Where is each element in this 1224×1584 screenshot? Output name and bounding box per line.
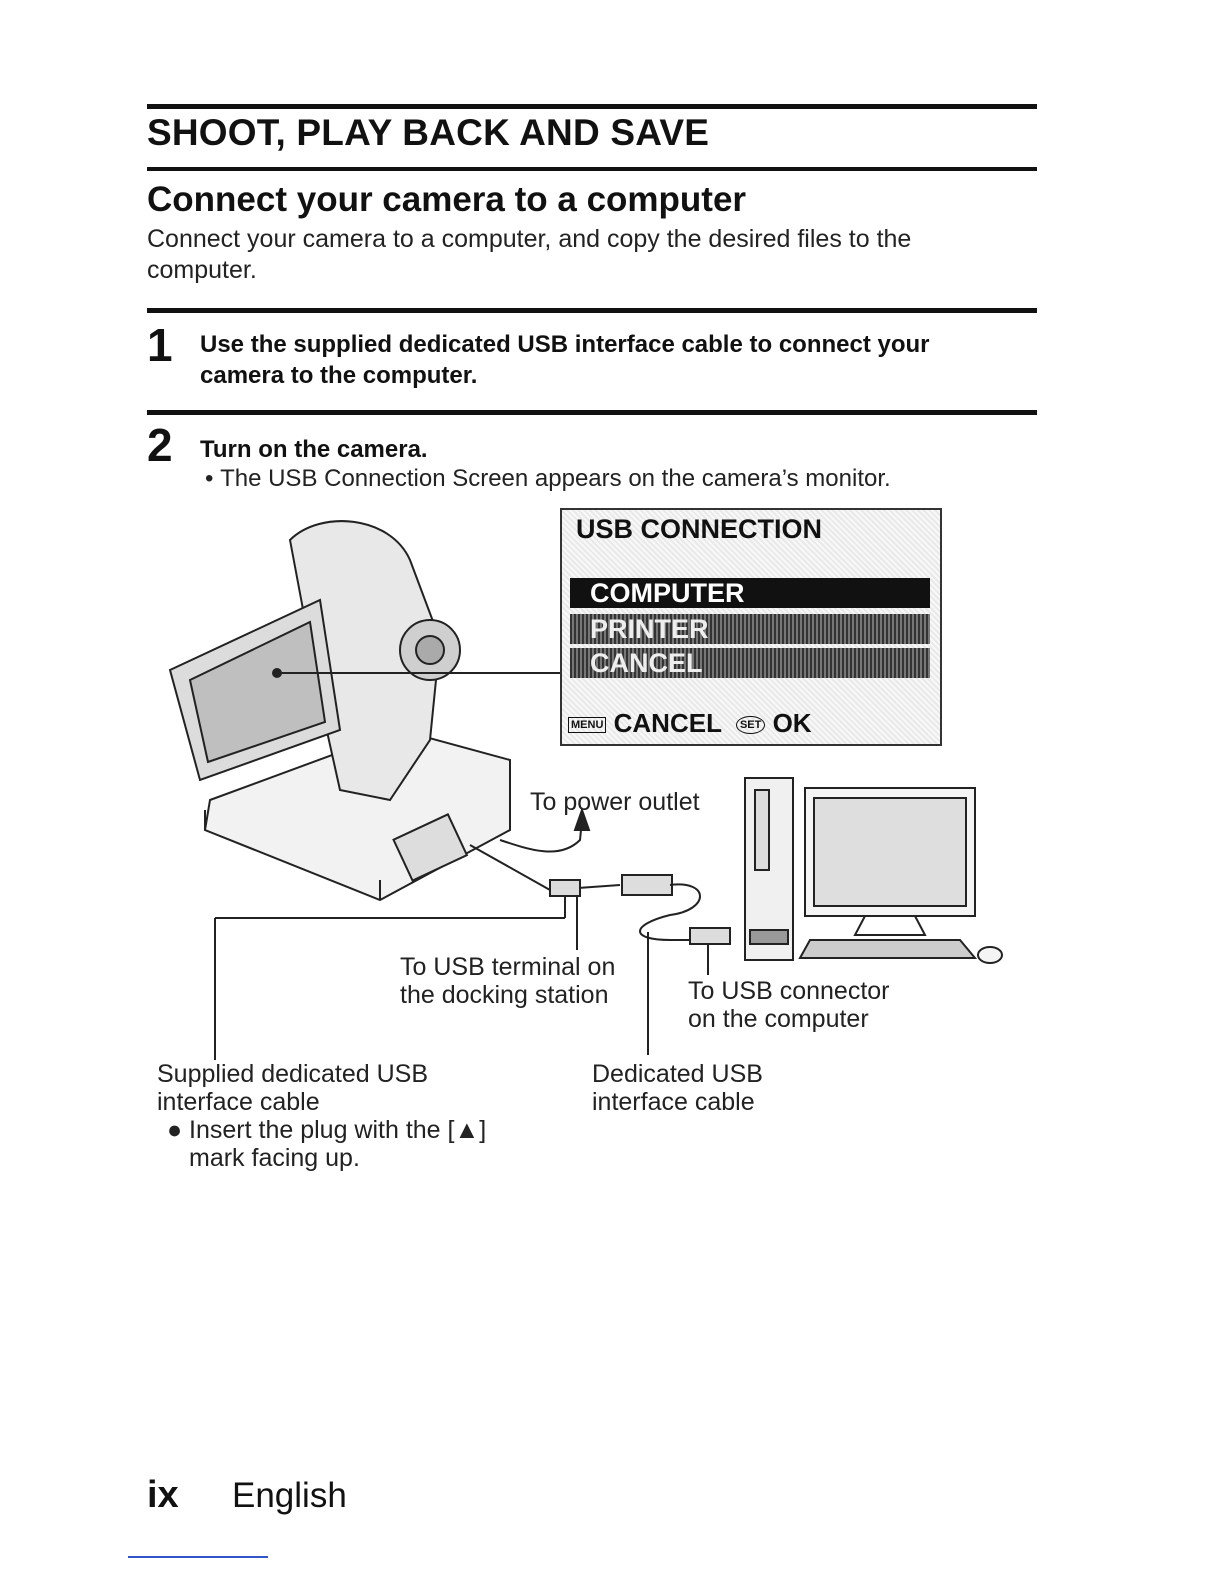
label-usb-connector: To USB connector on the computer <box>688 977 890 1033</box>
section-rule <box>147 167 1037 171</box>
usb-connection-screen: USB CONNECTION COMPUTER PRINTER CANCEL M… <box>560 508 942 746</box>
step-1-number: 1 <box>147 319 173 371</box>
page-language: English <box>232 1476 347 1515</box>
step-2-number: 2 <box>147 419 173 471</box>
label-dedicated-cable-line1: Dedicated USB <box>592 1060 763 1088</box>
mouse <box>977 946 1003 964</box>
insert-note-line1: Insert the plug with the [▲] <box>189 1116 487 1144</box>
footer-ok: OK <box>772 708 812 738</box>
menu-item-cancel[interactable]: CANCEL <box>570 648 930 678</box>
insert-note: ● Insert the plug with the [▲] <box>157 1116 486 1144</box>
screen-footer: MENU CANCEL SET OK <box>568 708 812 739</box>
screen-title: USB CONNECTION <box>576 514 823 544</box>
step-1-text: Use the supplied dedicated USB interface… <box>200 331 930 389</box>
footer-cancel: CANCEL <box>613 708 722 738</box>
connection-illustration <box>168 520 1003 1060</box>
step-2-rule <box>147 410 1037 415</box>
top-rule <box>147 104 1037 109</box>
step-2-text: Turn on the camera. <box>200 436 428 463</box>
label-dedicated-cable: Dedicated USB interface cable <box>592 1060 763 1116</box>
dock-ports <box>392 813 469 882</box>
label-usb-terminal-line1: To USB terminal on <box>400 953 616 981</box>
label-usb-terminal-line2: the docking station <box>400 981 609 1009</box>
insert-note-line2: mark facing up. <box>189 1144 360 1172</box>
label-usb-connector-line1: To USB connector <box>688 977 890 1005</box>
label-supplied-cable: Supplied dedicated USB interface cable ●… <box>157 1060 486 1172</box>
step-1-rule <box>147 308 1037 313</box>
label-dedicated-cable-line2: interface cable <box>592 1088 755 1116</box>
label-supplied-cable-line1: Supplied dedicated USB <box>157 1060 429 1088</box>
step-2-bullet-text: The USB Connection Screen appears on the… <box>220 465 891 492</box>
menu-item-printer[interactable]: PRINTER <box>570 614 930 644</box>
footer-line <box>128 1556 268 1558</box>
section-title: SHOOT, PLAY BACK AND SAVE <box>147 112 710 153</box>
set-button-icon: SET <box>735 716 766 735</box>
bullet-dot: • <box>205 465 221 492</box>
usb-plug <box>689 927 731 945</box>
label-power-outlet: To power outlet <box>530 788 700 816</box>
menu-item-computer[interactable]: COMPUTER <box>570 578 930 608</box>
subsection-title: Connect your camera to a computer <box>147 180 747 219</box>
keyboard <box>798 939 978 959</box>
page-number: ix <box>147 1474 179 1516</box>
note-bullet: ● <box>167 1116 190 1144</box>
step-2-bullet: • The USB Connection Screen appears on t… <box>205 465 891 493</box>
intro-text: Connect your camera to a computer, and c… <box>147 225 912 284</box>
power-cable <box>499 819 583 853</box>
label-usb-connector-line2: on the computer <box>688 1005 869 1033</box>
label-supplied-cable-line2: interface cable <box>157 1088 320 1116</box>
label-usb-terminal: To USB terminal on the docking station <box>400 953 615 1009</box>
menu-button-icon: MENU <box>568 717 607 734</box>
